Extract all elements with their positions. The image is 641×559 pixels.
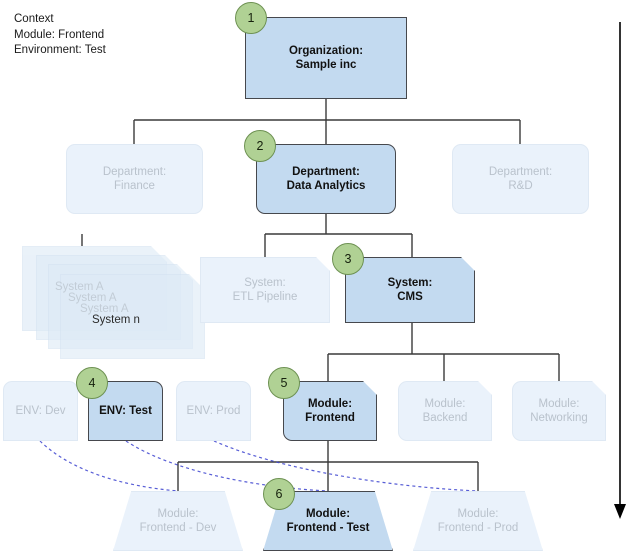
node-module-backend[interactable]: Module: Backend xyxy=(398,381,492,441)
node-module-frontend-dev[interactable]: Module: Frontend - Dev xyxy=(113,491,243,551)
node-label: Module: Backend xyxy=(422,398,468,424)
node-label: Module: Networking xyxy=(530,398,588,424)
stack-label-1: System A xyxy=(55,281,104,293)
badge-2[interactable]: 2 xyxy=(244,130,276,162)
node-label: System: CMS xyxy=(387,277,433,303)
downward-flow-arrow xyxy=(614,22,626,519)
node-system-cms[interactable]: System: CMS xyxy=(345,257,475,323)
badge-3[interactable]: 3 xyxy=(332,243,364,275)
stack-layer-4 xyxy=(60,274,205,359)
node-label: ENV: Test xyxy=(99,405,152,417)
context-note: Context Module: Frontend Environment: Te… xyxy=(14,13,106,56)
node-department-rd[interactable]: Department: R&D xyxy=(452,144,589,214)
node-organization[interactable]: Organization: Sample inc xyxy=(245,17,407,99)
node-module-frontend-prod[interactable]: Module: Frontend - Prod xyxy=(413,491,543,551)
node-module-networking[interactable]: Module: Networking xyxy=(512,381,606,441)
node-module-frontend[interactable]: Module: Frontend xyxy=(283,381,377,441)
badge-1[interactable]: 1 xyxy=(235,2,267,34)
node-label: ENV: Dev xyxy=(15,405,66,417)
node-label: Department: Finance xyxy=(102,166,167,192)
node-label: Module: Frontend xyxy=(305,398,355,424)
node-department-finance[interactable]: Department: Finance xyxy=(66,144,203,214)
node-department-data-analytics[interactable]: Department: Data Analytics xyxy=(256,144,396,214)
node-env-dev[interactable]: ENV: Dev xyxy=(3,381,78,441)
node-label: Module: Frontend - Prod xyxy=(437,508,519,534)
node-label: Department: Data Analytics xyxy=(286,166,366,192)
stack-label-2: System A xyxy=(68,292,117,304)
node-label: ENV: Prod xyxy=(186,405,241,417)
badge-6[interactable]: 6 xyxy=(263,478,295,510)
node-label: Module: Frontend - Test xyxy=(286,508,370,534)
node-system-etl-pipeline[interactable]: System: ETL Pipeline xyxy=(200,257,330,323)
badge-4[interactable]: 4 xyxy=(76,367,108,399)
stack-label-4: System n xyxy=(92,314,140,326)
node-label: Organization: Sample inc xyxy=(288,45,364,71)
node-label: System: ETL Pipeline xyxy=(232,277,298,303)
node-label: Department: R&D xyxy=(488,166,553,192)
node-env-prod[interactable]: ENV: Prod xyxy=(176,381,251,441)
badge-5[interactable]: 5 xyxy=(268,367,300,399)
stack-label-3: System A xyxy=(80,303,129,315)
node-label: Module: Frontend - Dev xyxy=(139,508,217,534)
